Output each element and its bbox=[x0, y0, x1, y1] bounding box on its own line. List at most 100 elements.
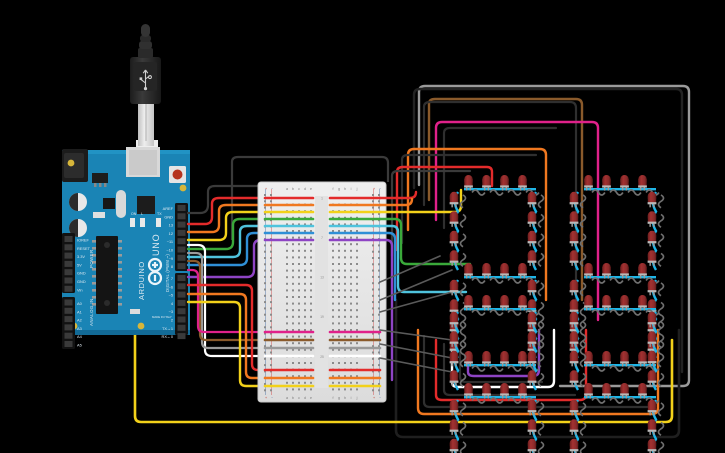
mounting-hole-2 bbox=[179, 184, 187, 192]
power-header[interactable]: IOREF RESET 3.3V 5V GND GND Vin POWER bbox=[62, 233, 94, 293]
resistor bbox=[537, 333, 545, 348]
usb-b-port-inner bbox=[129, 150, 157, 175]
wire-purple-bottom bbox=[466, 328, 541, 378]
pin-label-a3: A3 bbox=[77, 326, 82, 331]
wire-orange-to-digit bbox=[378, 197, 414, 207]
resistor bbox=[471, 365, 486, 372]
resistor bbox=[591, 189, 606, 196]
segment-b[interactable] bbox=[647, 191, 665, 271]
crystal-oscillator bbox=[116, 190, 126, 218]
col-f-bot: f bbox=[333, 396, 334, 400]
usb-cable-tip bbox=[141, 24, 150, 37]
analog-header[interactable]: A0 A1 A2 A3 A4 A5 ANALOG IN bbox=[62, 297, 94, 349]
pin-label-gnd1: GND bbox=[77, 271, 86, 276]
resistor bbox=[459, 372, 467, 387]
segment-g[interactable] bbox=[464, 383, 540, 404]
pin-label-12: 12 bbox=[169, 231, 173, 236]
led-l bbox=[140, 218, 145, 227]
segment-f[interactable] bbox=[569, 311, 587, 391]
digital-header-top-body bbox=[175, 203, 188, 271]
segment-a[interactable] bbox=[464, 175, 540, 196]
segment-a[interactable] bbox=[584, 295, 660, 316]
rail-left-minus-line bbox=[265, 189, 266, 395]
resistor bbox=[579, 252, 587, 267]
segment-a[interactable] bbox=[464, 295, 540, 316]
led[interactable] bbox=[449, 438, 459, 453]
segment-c[interactable] bbox=[647, 399, 665, 453]
segment-e[interactable] bbox=[569, 399, 587, 453]
col-g-top: g bbox=[338, 187, 340, 191]
resistor bbox=[657, 194, 665, 209]
seven-segment-digit-4[interactable] bbox=[569, 295, 665, 453]
resistor bbox=[471, 309, 486, 316]
resistor bbox=[627, 309, 642, 316]
segment-b[interactable] bbox=[527, 191, 545, 271]
pin-label-a1: A1 bbox=[77, 309, 82, 314]
resistor bbox=[579, 213, 587, 228]
pin-label-7: 7 bbox=[171, 276, 173, 281]
wire-bundle-top-loops bbox=[390, 84, 691, 388]
resistor bbox=[537, 321, 545, 336]
resistor bbox=[591, 397, 606, 404]
rail-minus-bot-left: − bbox=[271, 396, 273, 400]
wire-black-top5 bbox=[390, 169, 472, 258]
wire-green-to-digit bbox=[378, 217, 472, 266]
resistor bbox=[459, 282, 467, 297]
model-text: UNO bbox=[151, 234, 161, 256]
pin-label-9: ~9 bbox=[169, 256, 173, 261]
wire-black-top2 bbox=[422, 100, 578, 332]
resistor bbox=[579, 321, 587, 336]
rail-left-plus-line bbox=[271, 189, 272, 395]
led[interactable] bbox=[527, 438, 537, 453]
resistor bbox=[609, 277, 624, 284]
col-a-top: a bbox=[286, 187, 288, 191]
wire-magenta-top bbox=[434, 120, 600, 322]
segment-a[interactable] bbox=[584, 175, 660, 196]
resistor bbox=[537, 233, 545, 248]
thin-gray-leads bbox=[379, 255, 453, 373]
led-on-label: ON bbox=[131, 212, 137, 216]
segment-g[interactable] bbox=[584, 263, 660, 284]
segment-g[interactable] bbox=[584, 383, 660, 404]
arduino-uno-board[interactable]: ON L TX ARDUINO UNO MADE IN ITALY IOREF … bbox=[62, 147, 190, 349]
pin-label-5: ~5 bbox=[169, 293, 173, 298]
mcu-dot bbox=[104, 300, 110, 306]
wire-orange-top bbox=[406, 147, 548, 302]
pin-label-tx1: TX→1 bbox=[162, 326, 173, 331]
wire-pin8-blue bbox=[186, 231, 267, 267]
col-g-bot: g bbox=[338, 396, 340, 400]
breadboard-jumpers-bottom bbox=[263, 330, 382, 388]
col-i-bot: i bbox=[351, 396, 352, 400]
breadboard-outline bbox=[257, 181, 387, 403]
resistor bbox=[657, 353, 665, 368]
led[interactable] bbox=[647, 438, 657, 453]
wire-pin10-green bbox=[186, 217, 267, 251]
col-c-top: c bbox=[298, 187, 300, 191]
segment-f[interactable] bbox=[449, 191, 467, 271]
segment-f[interactable] bbox=[569, 191, 587, 271]
pin-label-a0: A0 bbox=[77, 301, 83, 306]
segment-b[interactable] bbox=[647, 311, 665, 391]
resistor bbox=[537, 421, 545, 436]
led[interactable] bbox=[569, 438, 579, 453]
resistor bbox=[657, 252, 665, 267]
resistor bbox=[507, 309, 522, 316]
segment-f[interactable] bbox=[449, 311, 467, 391]
segment-b[interactable] bbox=[527, 311, 545, 391]
led-rx bbox=[130, 309, 140, 314]
wire-breadboard-frame bbox=[230, 155, 390, 240]
wire-pin3-red2 bbox=[186, 283, 267, 372]
digital-header[interactable]: AREF GND 13 12 ~11 ~10 ~9 8 7 ~6 ~5 4 ~3… bbox=[162, 203, 188, 340]
col-a-bot: a bbox=[286, 396, 288, 400]
seven-segment-digit-3[interactable] bbox=[449, 295, 545, 453]
resistor bbox=[537, 282, 545, 297]
rail-minus-top-left: − bbox=[271, 187, 273, 191]
resistor bbox=[657, 213, 665, 228]
breadboard-rails bbox=[265, 189, 380, 395]
resistor bbox=[537, 372, 545, 387]
usb-strain-relief-1 bbox=[138, 48, 153, 58]
seven-segment-displays[interactable] bbox=[449, 175, 665, 453]
segment-d[interactable] bbox=[464, 351, 540, 372]
